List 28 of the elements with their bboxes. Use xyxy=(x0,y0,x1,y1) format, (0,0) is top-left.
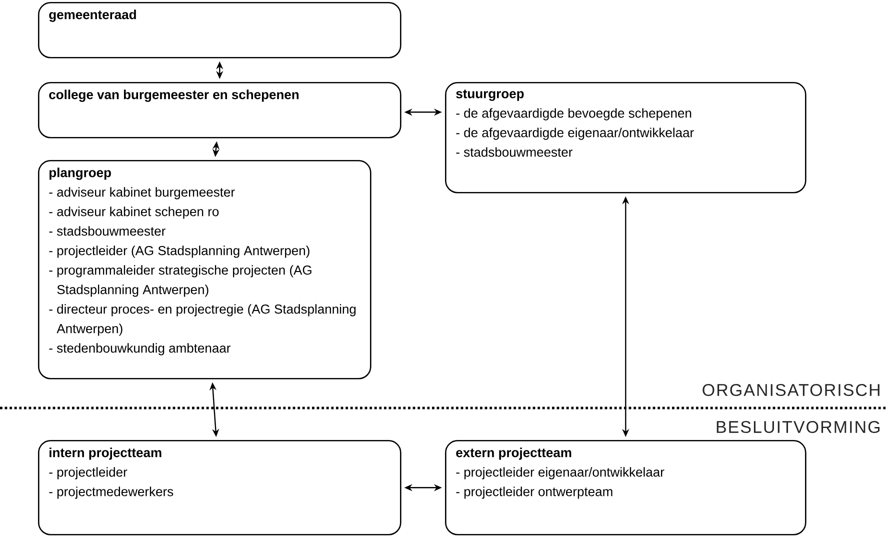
group-box xyxy=(445,82,806,194)
node-heading: extern projectteam xyxy=(456,448,572,460)
list-item: - stadsbouwmeester xyxy=(49,226,166,236)
list-item: - programmaleider strategische projecten (AG Stadsplanning Antwerpen) xyxy=(49,265,312,297)
list-item: - de afgevaardigde eigenaar/ontwikkelaar xyxy=(456,128,694,140)
list-item: - stadsbouwmeester xyxy=(456,147,572,157)
list-item: - adviseur kabinet burgemeester xyxy=(49,187,235,200)
section-label: BESLUITVORMING xyxy=(716,420,880,434)
list-item: - de afgevaardigde bevoegde schepenen xyxy=(456,108,692,120)
section-label: ORGANISATORISCH xyxy=(702,384,880,396)
list-item: - projectleider ontwerpteam xyxy=(456,486,612,499)
node-heading: plangroep xyxy=(50,168,111,180)
list-item: - stedenbouwkundig ambtenaar xyxy=(49,343,230,356)
list-item: - projectleider (AG Stadsplanning Antwerpen) xyxy=(49,246,310,258)
node-heading: gemeenteraad xyxy=(49,10,136,22)
node-heading: intern projectteam xyxy=(50,448,162,460)
list-item: - projectleider xyxy=(49,467,128,480)
list-item: - projectleider eigenaar/ontwikkelaar xyxy=(456,467,664,480)
list-item: - directeur proces- en projectregie (AG Stadsplanning Antwerpen) xyxy=(49,304,356,336)
group-box xyxy=(38,2,402,58)
group-box xyxy=(38,160,372,380)
group-box xyxy=(445,440,806,536)
group-box xyxy=(38,440,402,536)
node-heading: stuurgroep xyxy=(456,90,524,101)
list-item: - projectmedewerkers xyxy=(49,486,174,499)
group-box xyxy=(38,82,402,138)
node-heading: college van burgemeester en schepenen xyxy=(49,90,299,102)
list-item: - adviseur kabinet schepen ro xyxy=(49,206,219,219)
